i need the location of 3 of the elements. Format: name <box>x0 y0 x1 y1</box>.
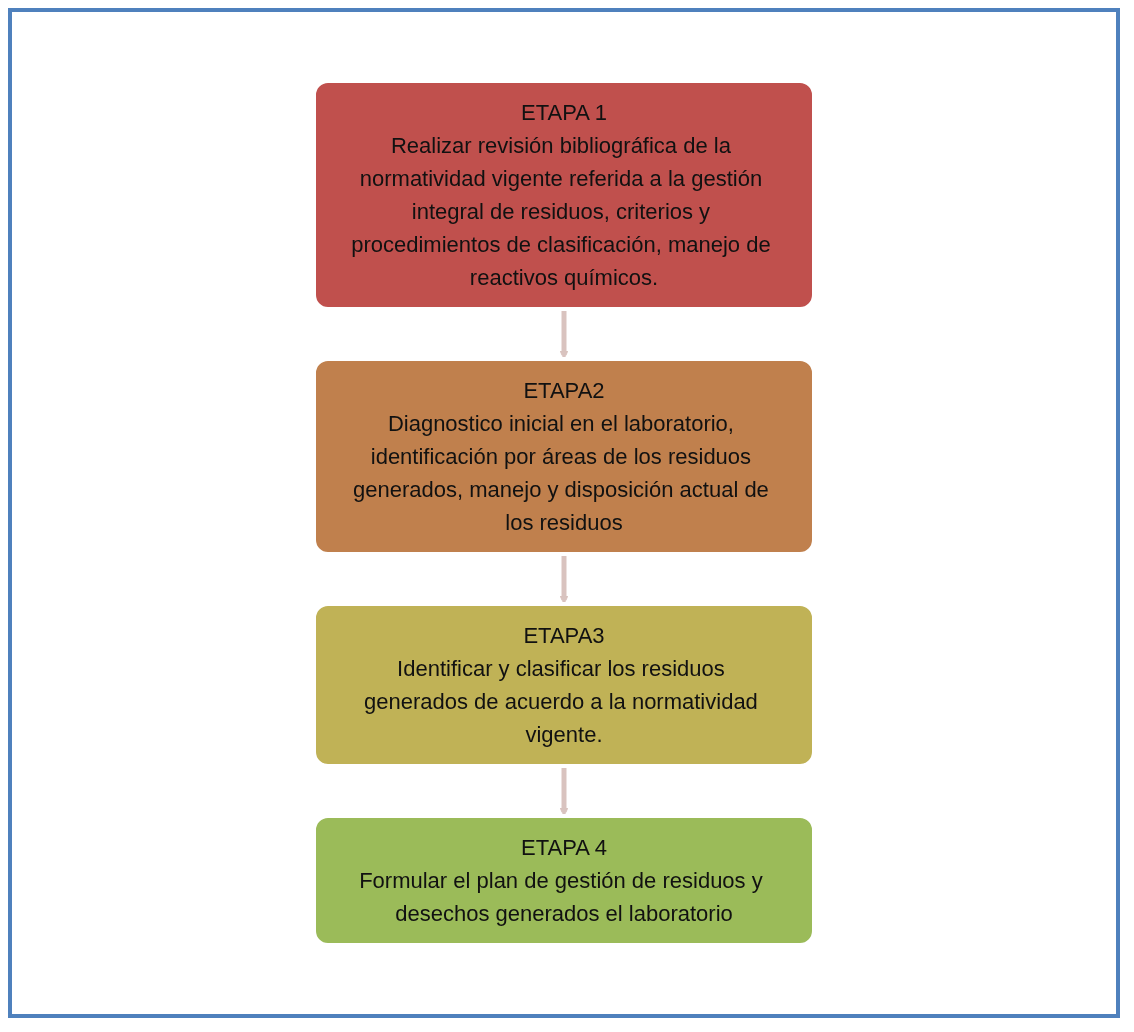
arrow <box>559 766 569 817</box>
arrow <box>559 554 569 605</box>
arrow <box>559 309 569 360</box>
